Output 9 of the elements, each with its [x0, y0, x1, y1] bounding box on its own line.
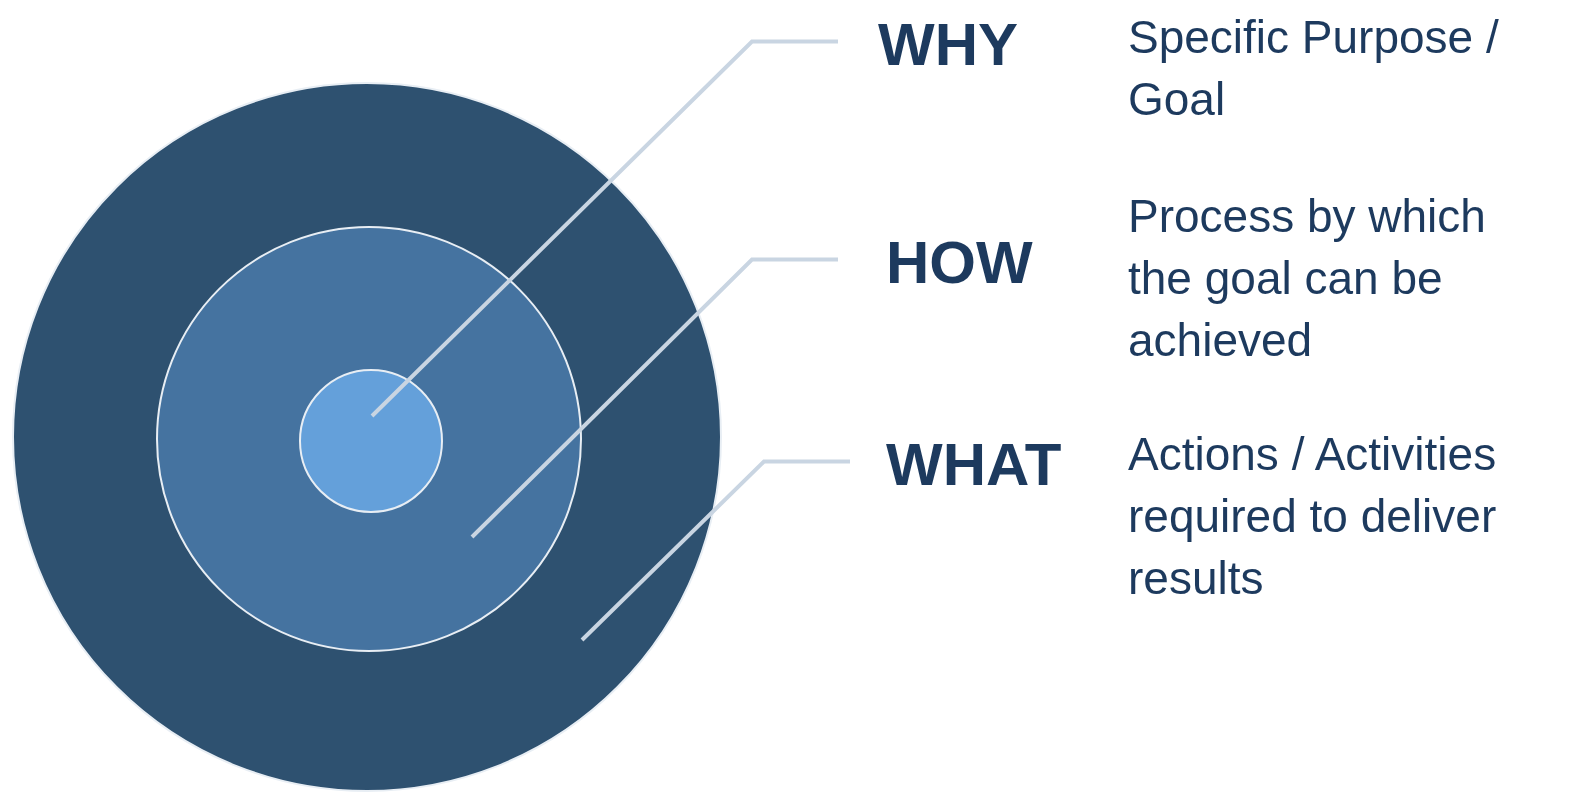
- heading-label: WHY: [878, 10, 1018, 79]
- description-text: Process by which the goal can be achieved: [1128, 189, 1487, 368]
- description-text: Specific Purpose / Goal: [1128, 10, 1500, 127]
- heading-label: HOW: [886, 228, 1033, 297]
- description-text: Actions / Activities required to deliver results: [1128, 427, 1498, 606]
- leader-line: [580, 459, 850, 642]
- heading-label: WHAT: [886, 430, 1062, 499]
- leader-line: [370, 39, 838, 418]
- leader-line: [470, 257, 838, 539]
